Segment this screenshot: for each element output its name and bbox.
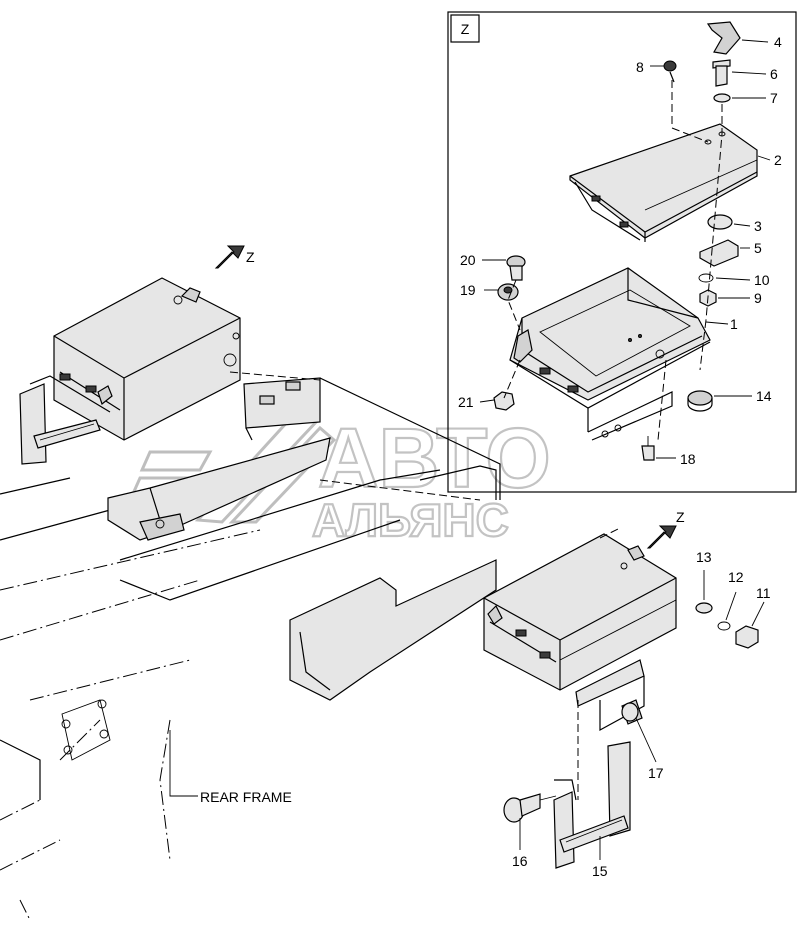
rubber-pad-icon [687,390,713,412]
detail-leaders [479,39,771,459]
bolt-16-icon [503,793,557,823]
callout-21: 21 [458,394,474,410]
callout-labels: 4 6 7 8 2 3 5 10 9 1 14 18 20 19 21 13 1… [200,34,782,879]
lock-washer-icon [698,273,714,283]
view-arrow-right: Z [646,509,685,549]
callout-4: 4 [774,34,782,50]
callout-8: 8 [636,59,644,75]
bracket-icon [699,239,739,267]
watermark-logo: АВТО АЛЬЯНС [129,406,552,547]
handle-icon [706,21,741,55]
callout-2: 2 [774,152,782,168]
callout-12: 12 [728,569,744,585]
left-battery-box [53,277,241,441]
spacer-icon [497,283,519,301]
right-step-ladder [553,741,631,869]
spacer-17-icon [621,699,643,725]
right-battery-box [483,533,677,732]
flange-nut-icon [493,391,515,411]
frame-mount-bracket [107,371,501,541]
detail-frame-z: Z [447,11,797,493]
callout-16: 16 [512,853,528,869]
bolt-icon [506,255,526,281]
view-arrow-right-label: Z [676,509,685,525]
lock-washer-12-icon [717,621,731,631]
callout-3: 3 [754,218,762,234]
eye-bolt-icon [663,60,677,83]
callout-9: 9 [754,290,762,306]
left-step-ladder [19,375,111,465]
watermark-line2: АЛЬЯНС [312,494,509,546]
nut-11-icon [735,625,759,649]
detail-frame-label: Z [461,21,470,37]
mounting-bolt-icon [641,436,655,461]
view-arrow-left: Z [214,245,255,269]
callout-13: 13 [696,549,712,565]
watermark-line1: АВТО [318,411,551,505]
callout-20: 20 [460,252,476,268]
box-cover-detail [569,123,758,242]
callout-19: 19 [460,282,476,298]
washer-13-icon [695,602,713,614]
view-arrow-left-label: Z [246,249,255,265]
callout-18: 18 [680,451,696,467]
callout-10: 10 [754,272,770,288]
rear-frame-label: REAR FRAME [200,789,292,805]
callout-6: 6 [770,66,778,82]
callout-17: 17 [648,765,664,781]
callout-5: 5 [754,240,762,256]
washer-icon [713,93,731,103]
rear-frame [0,469,497,921]
callout-14: 14 [756,388,772,404]
right-leaders [169,570,765,860]
callout-11: 11 [756,585,771,601]
callout-15: 15 [592,863,608,879]
callout-1: 1 [730,316,738,332]
pin-icon [712,59,731,87]
battery-box-body-detail [509,267,711,441]
rubber-bumper-icon [707,214,733,230]
callout-7: 7 [770,90,778,106]
